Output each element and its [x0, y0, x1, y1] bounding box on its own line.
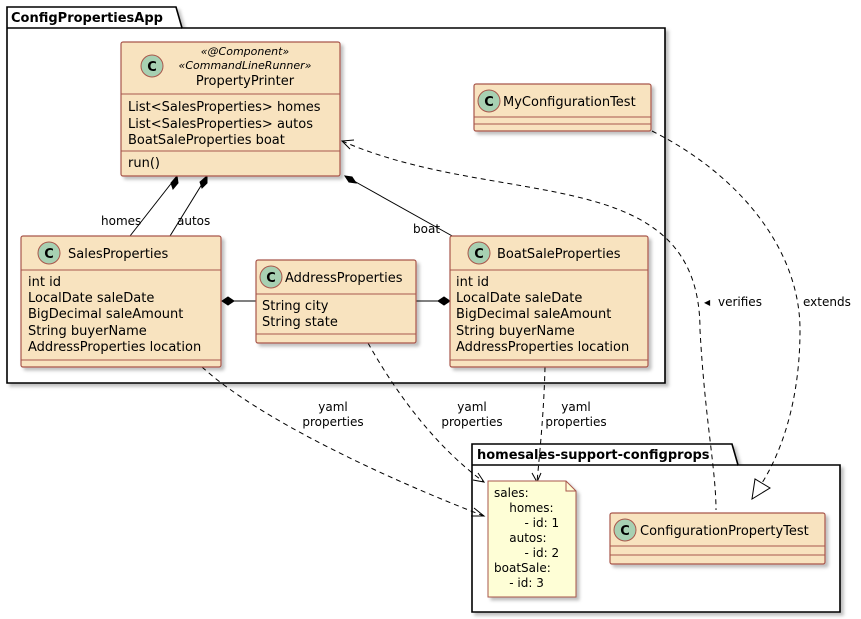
edge-label-yaml-sales-1: yaml — [318, 400, 347, 414]
composition-diamond-homes — [170, 174, 179, 191]
class-name: ConfigurationPropertyTest — [640, 524, 809, 539]
edge-yaml-boat — [536, 366, 546, 483]
composition-diamond-autos — [199, 174, 208, 189]
edges — [129, 130, 801, 517]
class-icon-letter: C — [266, 271, 276, 286]
arrowhead-verifies — [340, 139, 355, 150]
note-line-5: - id: 2 — [494, 546, 559, 560]
field-id: int id — [28, 275, 61, 290]
composition-diamond-sales-location — [221, 296, 235, 306]
edge-label-yaml-address-2: properties — [441, 415, 502, 429]
field-boat: BoatSaleProperties boat — [128, 133, 285, 148]
arrowhead-yaml-address — [472, 472, 486, 483]
field-city: String city — [262, 299, 329, 314]
class-sales-properties: C SalesProperties int id LocalDate saleD… — [20, 235, 222, 368]
edge-yaml-address — [367, 342, 485, 483]
yaml-note: sales: homes: - id: 1 autos: - id: 2 boa… — [487, 480, 577, 598]
edge-yaml-sales — [201, 366, 485, 517]
edge-label-verifies-arrow: ◀ — [704, 298, 711, 307]
field-buyer-name: String buyerName — [456, 324, 575, 339]
note-line-2: homes: — [494, 501, 554, 515]
method-run: run() — [128, 156, 160, 171]
edge-label-homes: homes — [101, 214, 141, 228]
class-icon-letter: C — [474, 247, 484, 262]
edge-label-yaml-boat-2: properties — [545, 415, 606, 429]
edge-boat — [344, 175, 464, 243]
note-line-6: boatSale: — [494, 561, 551, 575]
field-homes: List<SalesProperties> homes — [128, 100, 321, 115]
class-name: BoatSaleProperties — [497, 247, 621, 262]
class-address-properties: C AddressProperties String city String s… — [255, 259, 417, 344]
field-sale-amount: BigDecimal saleAmount — [28, 307, 183, 322]
note-line-1: sales: — [494, 486, 529, 500]
class-icon-circle — [37, 241, 61, 265]
field-sale-amount: BigDecimal saleAmount — [456, 307, 611, 322]
class-icon-letter: C — [484, 95, 494, 110]
class-boat-sale-properties: C BoatSaleProperties int id LocalDate sa… — [449, 235, 649, 368]
edge-label-boat: boat — [413, 222, 440, 236]
field-id: int id — [456, 275, 489, 290]
class-name: MyConfigurationTest — [503, 95, 636, 110]
class-icon-letter: C — [147, 60, 157, 75]
class-name: SalesProperties — [68, 247, 169, 262]
field-location: AddressProperties location — [28, 340, 201, 355]
class-icon-letter: C — [44, 247, 54, 262]
field-sale-date: LocalDate saleDate — [456, 291, 582, 306]
package-name-app: ConfigPropertiesApp — [11, 11, 163, 26]
stereotype-command-line-runner: «CommandLineRunner» — [179, 59, 312, 72]
class-icon-letter: C — [620, 524, 630, 539]
package-name-support: homesales-support-configprops — [477, 448, 710, 463]
field-state: String state — [262, 315, 338, 330]
class-icon-circle — [613, 518, 637, 542]
edge-labels: homes autos boat ◀ verifies extends yaml… — [101, 214, 851, 429]
arrowhead-extends — [751, 478, 771, 500]
field-autos: List<SalesProperties> autos — [128, 117, 313, 132]
field-location: AddressProperties location — [456, 340, 629, 355]
class-icon-circle — [467, 241, 491, 265]
stereotype-component: «@Component» — [201, 45, 290, 58]
edge-label-yaml-address-1: yaml — [457, 400, 486, 414]
note-line-4: autos: — [494, 531, 547, 545]
edge-label-autos: autos — [177, 214, 210, 228]
class-name: PropertyPrinter — [196, 74, 295, 89]
edge-label-verifies: verifies — [718, 295, 762, 309]
class-property-printer: C «@Component» «CommandLineRunner» Prope… — [120, 41, 341, 177]
edge-homes — [129, 175, 178, 237]
class-my-configuration-test: C MyConfigurationTest — [473, 83, 652, 132]
edge-verifies — [341, 140, 717, 511]
field-buyer-name: String buyerName — [28, 324, 147, 339]
field-sale-date: LocalDate saleDate — [28, 291, 154, 306]
edge-label-extends: extends — [803, 295, 851, 309]
class-name: AddressProperties — [285, 271, 403, 286]
edge-extends — [651, 130, 801, 484]
composition-diamond-boat-location — [437, 296, 451, 306]
edge-label-yaml-boat-1: yaml — [561, 400, 590, 414]
edge-label-yaml-sales-2: properties — [302, 415, 363, 429]
composition-diamond-boat — [343, 175, 358, 184]
note-line-3: - id: 1 — [494, 516, 559, 530]
class-icon-circle — [259, 265, 283, 289]
note-line-7: - id: 3 — [494, 576, 544, 590]
class-icon-circle — [477, 89, 501, 113]
arrowhead-yaml-sales — [471, 507, 486, 517]
class-icon-circle — [140, 54, 164, 78]
class-configuration-property-test: C ConfigurationPropertyTest — [609, 512, 826, 565]
